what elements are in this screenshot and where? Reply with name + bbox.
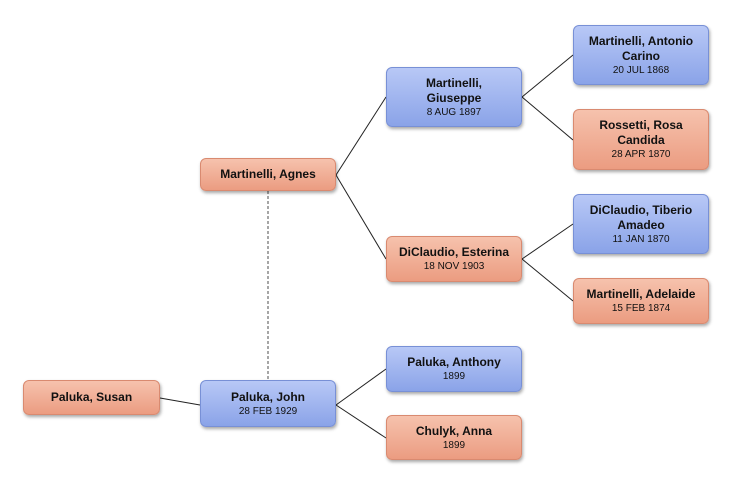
connector-giuseppe-antonio	[521, 54, 574, 98]
person-birth-date: 20 JUL 1868	[612, 64, 670, 76]
person-name: DiClaudio, Tiberio Amadeo	[589, 202, 693, 232]
person-card-rosa-rossetti[interactable]: Rossetti, Rosa Candida 28 APR 1870	[573, 109, 709, 170]
connector-giuseppe-rosa	[521, 96, 574, 141]
person-card-esterina-diclaudio[interactable]: DiClaudio, Esterina 18 NOV 1903	[386, 236, 522, 282]
person-card-agnes-martinelli[interactable]: Martinelli, Agnes	[200, 158, 336, 191]
connector-susan-john	[159, 397, 201, 406]
person-card-giuseppe-martinelli[interactable]: Martinelli, Giuseppe 8 AUG 1897	[386, 67, 522, 127]
person-name: Martinelli, Giuseppe	[425, 75, 482, 105]
person-birth-date: 1899	[442, 439, 466, 451]
person-card-anthony-paluka[interactable]: Paluka, Anthony 1899	[386, 346, 522, 392]
person-name: Paluka, Anthony	[407, 355, 501, 369]
person-name: Rossetti, Rosa Candida	[599, 118, 683, 147]
person-birth-date: 11 JAN 1870	[612, 233, 670, 245]
person-card-tiberio-diclaudio[interactable]: DiClaudio, Tiberio Amadeo 11 JAN 1870	[573, 194, 709, 254]
person-card-adelaide-martinelli[interactable]: Martinelli, Adelaide 15 FEB 1874	[573, 278, 709, 324]
person-name: Paluka, John	[230, 389, 306, 404]
connector-esterina-adelaide	[521, 258, 574, 302]
person-card-john-paluka[interactable]: Paluka, John 28 FEB 1929	[200, 380, 336, 427]
person-name: Martinelli, Agnes	[220, 167, 316, 181]
person-birth-date: 1899	[442, 371, 466, 382]
connector-agnes-giuseppe	[335, 96, 387, 176]
person-name: Chulyk, Anna	[415, 423, 493, 438]
connector-esterina-tiberio	[521, 223, 574, 260]
person-name: Paluka, Susan	[50, 390, 133, 404]
person-name: DiClaudio, Esterina	[398, 245, 510, 259]
connector-agnes-esterina	[335, 174, 387, 260]
person-name: Martinelli, Adelaide	[586, 287, 696, 301]
connector-john-anthony	[335, 368, 387, 406]
person-name: Martinelli, Antonio Carino	[588, 33, 694, 63]
person-card-anna-chulyk[interactable]: Chulyk, Anna 1899	[386, 415, 522, 460]
person-birth-date: 28 FEB 1929	[238, 405, 298, 417]
person-birth-date: 28 APR 1870	[611, 149, 671, 160]
person-birth-date: 15 FEB 1874	[611, 303, 671, 314]
connector-john-anna	[335, 404, 387, 439]
person-card-antonio-martinelli[interactable]: Martinelli, Antonio Carino 20 JUL 1868	[573, 25, 709, 85]
person-birth-date: 8 AUG 1897	[426, 106, 482, 118]
person-card-susan-paluka[interactable]: Paluka, Susan	[23, 380, 160, 415]
person-birth-date: 18 NOV 1903	[423, 261, 485, 272]
